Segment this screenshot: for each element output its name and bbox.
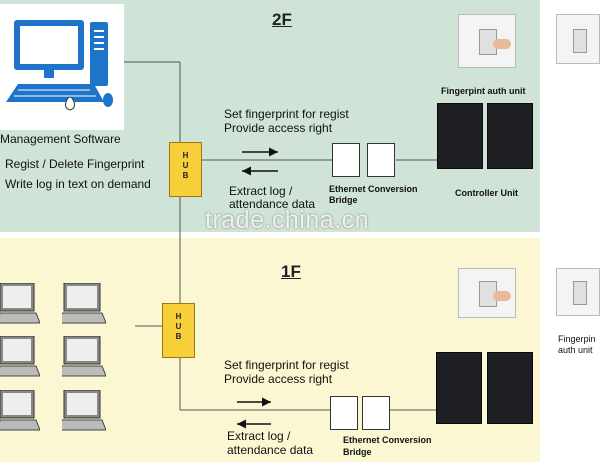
software-label: Management Software (0, 132, 121, 146)
hub-letter: H (182, 151, 189, 160)
right-column (540, 0, 600, 462)
hub-letter: U (175, 322, 182, 331)
bridge-sublabel-1f: Bridge (343, 447, 372, 457)
flow-out-line2-2f: Provide access right (224, 121, 333, 135)
side-auth-label-line2: auth unit (558, 345, 593, 355)
controller-board-icon (487, 103, 533, 169)
laptop-icon (62, 336, 106, 378)
hub-letter: B (182, 171, 189, 180)
auth-unit-label-2f: Fingerpint auth unit (441, 86, 526, 96)
hub-2f: H U B (169, 142, 202, 197)
floor-divider (0, 232, 540, 238)
bridge-label-2f: Ethernet Conversion (329, 184, 418, 194)
laptop-icon (0, 336, 40, 378)
fingerprint-reader-icon (556, 14, 600, 64)
bridge-sublabel-2f: Bridge (329, 195, 358, 205)
flow-in-line2-1f: attendance data (227, 443, 314, 457)
hub-letter: U (182, 161, 189, 170)
laptop-icon (62, 390, 106, 432)
flow-out-line1-1f: Set fingerprint for regist (224, 358, 349, 372)
function-write-log: Write log in text on demand (5, 177, 151, 191)
laptop-icon (62, 283, 106, 325)
watermark: trade.china.cn (205, 206, 370, 234)
flow-in-line2-2f: attendance data (229, 197, 316, 211)
bridge-port-right-2f (367, 143, 395, 177)
flow-in-line1-2f: Extract log / (229, 184, 293, 198)
controller-board-icon (487, 352, 533, 424)
bridge-port-left-2f (332, 143, 360, 177)
fingerprint-reader-icon (458, 268, 516, 318)
laptop-icon (0, 283, 40, 325)
bridge-port-right-1f (362, 396, 390, 430)
floor-2-label: 2F (272, 10, 292, 29)
flow-out-line2-1f: Provide access right (224, 372, 333, 386)
desktop-pc-icon (0, 4, 124, 130)
bridge-port-left-1f (330, 396, 358, 430)
controller-board-icon (436, 352, 482, 424)
hub-letter: H (175, 312, 182, 321)
fingerprint-reader-icon (458, 14, 516, 68)
function-regist: Regist / Delete Fingerprint (5, 157, 145, 171)
flow-in-line1-1f: Extract log / (227, 429, 291, 443)
side-auth-label-line1: Fingerpin (558, 334, 596, 344)
hub-letter: B (175, 332, 182, 341)
laptop-icon (0, 390, 40, 432)
controller-label-2f: Controller Unit (455, 188, 518, 198)
fingerprint-reader-icon (556, 268, 600, 316)
hub-1f: H U B (162, 303, 195, 358)
flow-out-line1-2f: Set fingerprint for regist (224, 107, 349, 121)
controller-board-icon (437, 103, 483, 169)
floor-1-label: 1F (281, 262, 301, 281)
bridge-label-1f: Ethernet Conversion (343, 435, 432, 445)
